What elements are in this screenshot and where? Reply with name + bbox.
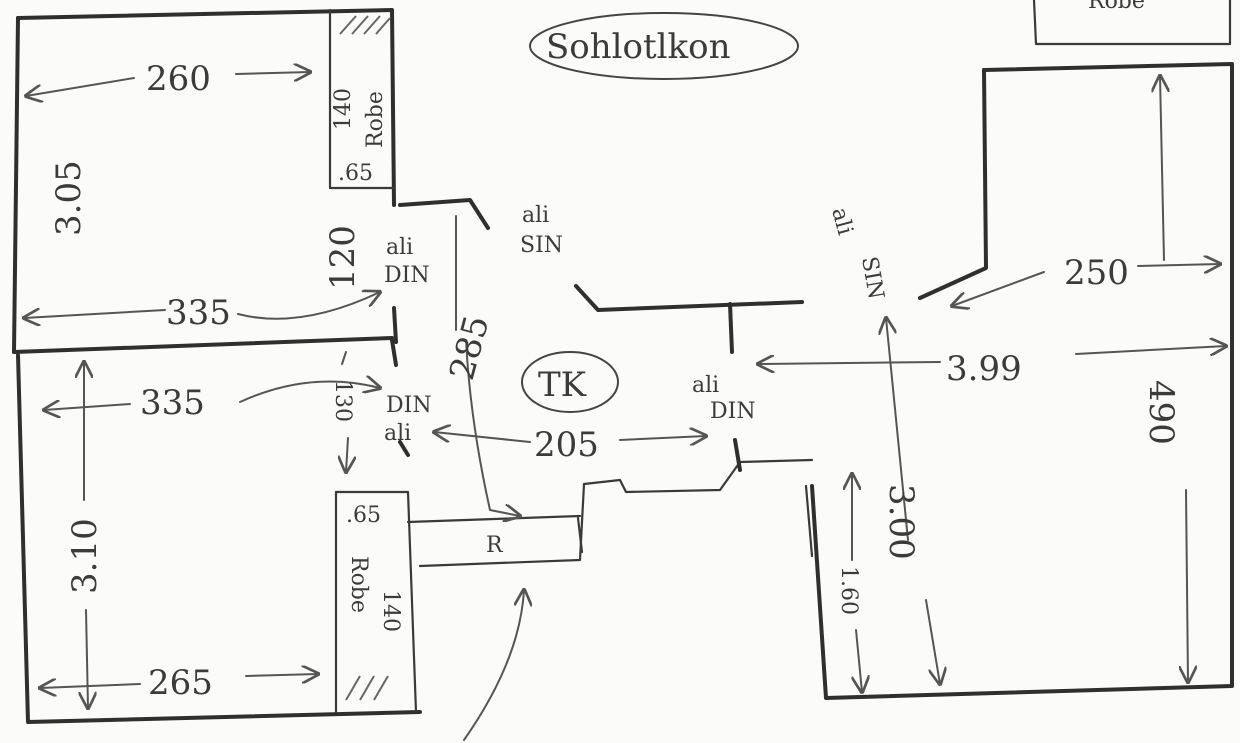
corner-robe-label: Robe xyxy=(1088,0,1145,14)
right-small: 1.60 xyxy=(836,566,861,615)
right-height: 490 xyxy=(1141,380,1181,445)
door-text: ali xyxy=(826,205,857,238)
top-left-robe-depth: .65 xyxy=(338,161,373,186)
bottom-left-width: 335 xyxy=(140,383,205,423)
top-left-robe-width: 140 xyxy=(331,88,356,130)
title-oval: Sohlotlkon xyxy=(529,12,799,80)
gap-130: 130 xyxy=(330,380,355,422)
right-width: 250 xyxy=(1064,253,1129,293)
bottom-left-robe-depth: .65 xyxy=(346,503,381,528)
hall-width: 205 xyxy=(534,425,599,465)
center-label: TK xyxy=(538,365,587,405)
door-label-4: ali DIN xyxy=(692,373,756,424)
door-text: ali xyxy=(386,235,413,260)
right-depth: 3.99 xyxy=(946,349,1022,389)
top-left-robe-word: Robe xyxy=(363,91,388,148)
tk-oval: TK xyxy=(521,351,619,413)
door-text: DIN xyxy=(710,399,756,424)
right-inner: 3.00 xyxy=(881,484,921,560)
top-left-wall: 335 xyxy=(166,293,231,333)
door-text: ali xyxy=(692,373,719,398)
door-label-5: ali SIN xyxy=(826,205,888,301)
walls xyxy=(12,0,1234,724)
door-label-2: ali DIN xyxy=(384,235,430,288)
hall-r: R xyxy=(486,533,504,558)
door-text: DIN xyxy=(386,393,432,418)
hall-diag: 285 xyxy=(442,311,497,384)
door-text: SIN xyxy=(856,255,888,302)
plan-title: Sohlotlkon xyxy=(546,27,731,67)
bottom-left-height: 3.10 xyxy=(65,518,105,594)
top-left-height: 3.05 xyxy=(49,160,89,236)
gap-120: 120 xyxy=(323,225,363,290)
dimension-arrows xyxy=(24,72,1226,741)
bottom-left-bottom: 265 xyxy=(148,663,213,703)
bottom-left-robe-word: Robe xyxy=(346,556,371,613)
door-label-1: ali SIN xyxy=(520,203,563,258)
door-text: ali xyxy=(384,421,411,446)
door-text: SIN xyxy=(520,233,563,258)
robe-hatching xyxy=(339,15,391,701)
door-text: ali xyxy=(522,203,549,228)
door-label-3: DIN ali xyxy=(384,393,432,446)
top-left-width: 260 xyxy=(146,59,211,99)
bottom-left-robe-width: 140 xyxy=(378,590,403,632)
door-text: DIN xyxy=(384,263,430,288)
